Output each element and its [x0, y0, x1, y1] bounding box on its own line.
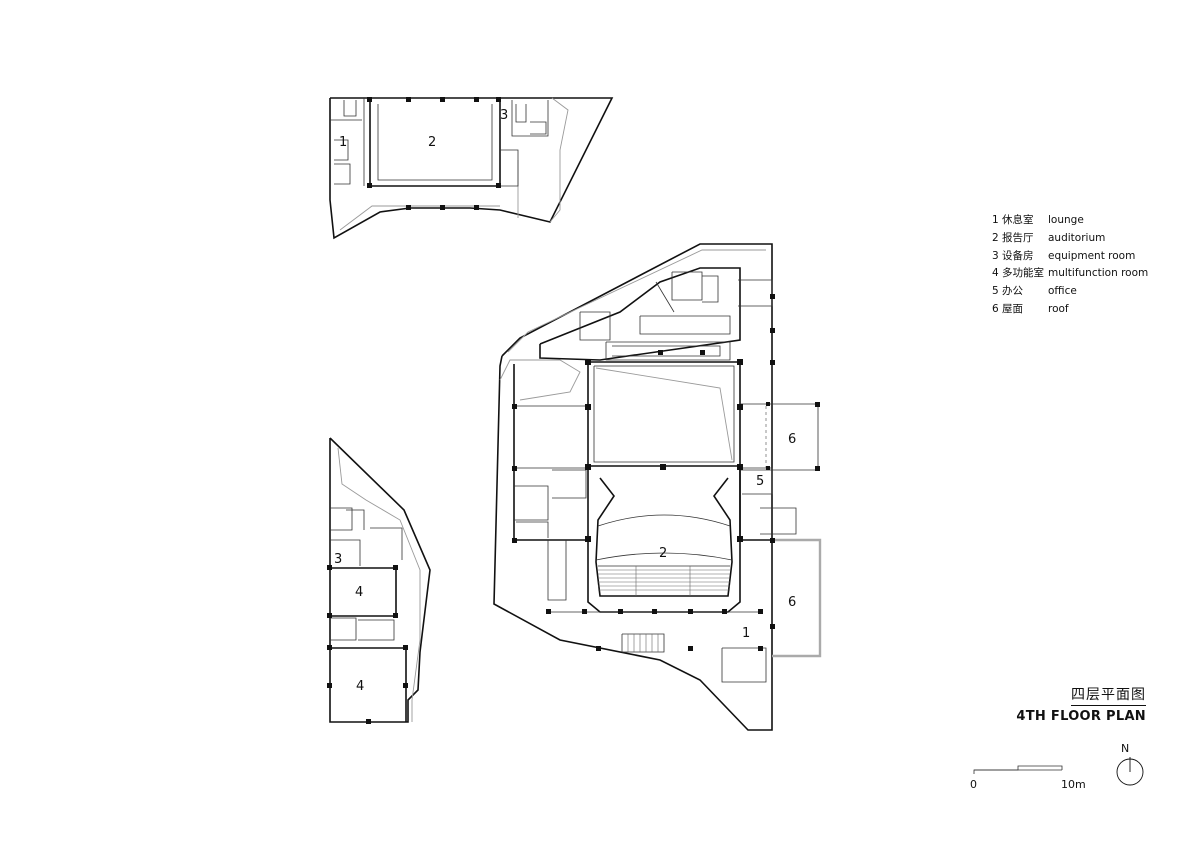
top-wing-plan: [329, 97, 614, 240]
room-label-left-multifunction-lower: 4: [356, 679, 364, 694]
room-label-top-equipment: 3: [500, 108, 508, 123]
room-label-top-auditorium: 2: [428, 135, 436, 150]
drawing-title: 四层平面图 4TH FLOOR PLAN: [1000, 684, 1146, 724]
room-labels: 1 2 3 3 4 4 2 1 5 6 6: [334, 108, 796, 694]
title-english: 4TH FLOOR PLAN: [1016, 709, 1146, 724]
scale-start-label: 0: [970, 778, 977, 791]
room-label-top-lounge: 1: [339, 135, 347, 150]
room-label-main-auditorium: 2: [659, 546, 667, 561]
north-label: N: [1121, 742, 1130, 755]
room-label-main-office: 5: [756, 474, 764, 489]
seating-rows: [598, 566, 730, 596]
room-label-main-roof-upper: 6: [788, 432, 796, 447]
left-wing-plan: [327, 437, 431, 724]
room-label-main-lounge: 1: [742, 626, 750, 641]
north-arrow-icon: [1116, 757, 1144, 786]
main-building-plan: [493, 243, 822, 731]
scale-bar: [973, 765, 1063, 774]
scale-end-label: 10m: [1061, 778, 1086, 791]
room-label-left-multifunction-upper: 4: [355, 585, 363, 600]
room-label-left-equipment: 3: [334, 552, 342, 567]
title-chinese: 四层平面图: [1071, 684, 1146, 706]
room-label-main-roof-lower: 6: [788, 595, 796, 610]
